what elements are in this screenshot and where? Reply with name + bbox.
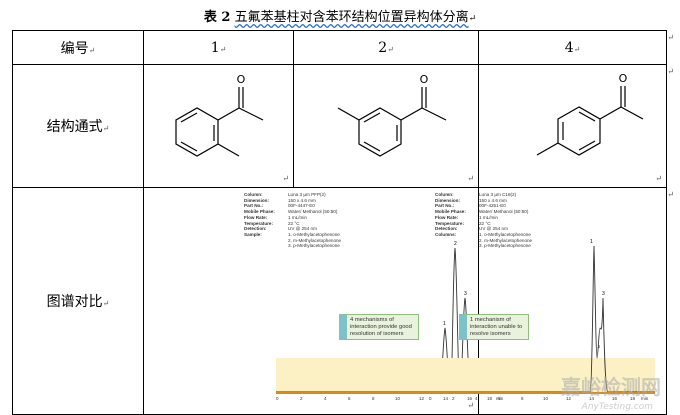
para-methylacetophenone-structure: O [536,72,644,156]
header-cell-4: 4↵ ↵ [478,30,674,65]
row-end-mark: ↵ [667,190,674,199]
svg-text:min: min [641,396,649,401]
left-callout: 4 mechanisms of interaction provide good… [339,314,419,340]
svg-text:2: 2 [300,396,303,401]
svg-text:2: 2 [452,396,455,401]
svg-text:6: 6 [498,396,501,401]
structure-para: O ↵ ↵ [478,64,674,188]
header-row: 编号↵ 1↵ 2↵ 4↵ ↵ [12,30,674,65]
svg-text:16: 16 [612,396,618,401]
left-peak-label-1: 1 [443,321,446,327]
caption-number: 表 2 [203,10,231,25]
oxygen-label: O [420,73,429,86]
svg-text:0: 0 [429,396,432,401]
svg-text:4: 4 [324,396,327,401]
ortho-methylacetophenone-structure: O [175,73,264,157]
svg-text:12: 12 [419,396,425,401]
right-chromatogram: 1 3 2 0 2 4 6 8 10 12 14 16 18 [429,239,655,401]
watermark-main: 嘉峪检测网 [561,375,661,399]
left-peak-label-3: 3 [464,291,467,297]
right-conditions: Column:Luna 3 µm C18(2) Dimension:150 x … [435,192,533,249]
left-peak-label-2: 2 [454,241,457,247]
caption-mark: ↵ [468,14,477,24]
chromatogram-row-label: 图谱对比↵ [12,187,144,415]
header-cell-label: 编号↵ [12,30,144,65]
chromatogram-right-cell: Column:Luna 3 µm C18(2) Dimension:150 x … [429,187,674,415]
structure-row-label: 结构通式↵ [12,64,144,188]
structure-row: 结构通式↵ O ↵ [12,64,674,188]
svg-text:16: 16 [467,396,473,401]
meta-methylacetophenone-structure: O [337,73,447,157]
svg-text:18: 18 [630,396,636,401]
right-peak-label-1: 1 [590,239,593,245]
svg-text:0: 0 [276,396,279,401]
watermark-sub: AnyTesting.com [581,402,653,412]
chromatogram-row: 图谱对比↵ Column:Luna 3 µm PFP(2) Dimension:… [12,187,674,415]
table-caption: 表 2 五氟苯基柱对含苯环结构位置异构体分离↵ [0,6,680,25]
header-cell-1: 1↵ [143,30,294,65]
left-conditions: Column:Luna 3 µm PFP(2) Dimension:150 x … [244,192,342,249]
svg-text:4: 4 [475,396,478,401]
right-axis-ticks: 0 2 4 6 8 10 12 14 16 18 min [429,396,649,401]
svg-text:6: 6 [348,396,351,401]
right-peak-label-3: 3 [602,291,605,297]
svg-text:8: 8 [521,396,524,401]
svg-text:14: 14 [589,396,595,401]
row-end-mark: ↵ [667,67,674,76]
right-peak-label-2: 2 [598,344,601,349]
caption-title: 五氟苯基柱对含苯环结构位置异构体分离 [234,10,469,25]
comparison-table: 编号↵ 1↵ 2↵ 4↵ ↵ 结构通式↵ O [12,30,674,415]
svg-text:10: 10 [395,396,401,401]
row-end-mark: ↵ [667,33,674,42]
svg-text:12: 12 [566,396,572,401]
structure-ortho: O ↵ [143,64,294,188]
structure-meta: O ↵ [293,64,479,188]
right-callout: 1 mechanism of interaction unable to res… [459,314,529,340]
svg-text:10: 10 [543,396,549,401]
oxygen-label: O [619,72,628,85]
svg-text:8: 8 [372,396,375,401]
header-cell-2: 2↵ [293,30,479,65]
oxygen-label: O [237,73,246,86]
svg-text:14: 14 [443,396,449,401]
